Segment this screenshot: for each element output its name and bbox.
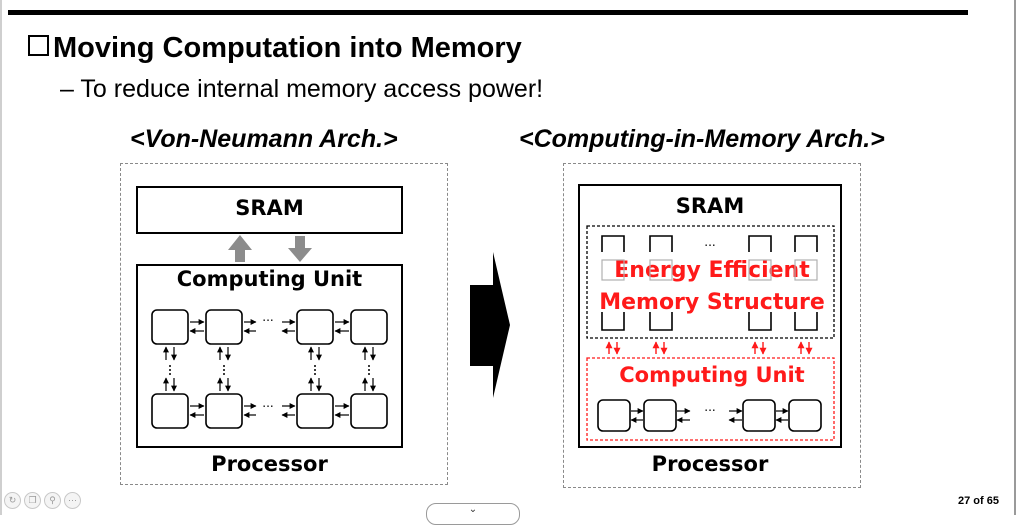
right-processor-label: Processor	[651, 452, 769, 476]
left-pe-row1-ellipsis: ...	[262, 310, 274, 324]
expand-panel-button[interactable]: ⌄	[426, 503, 520, 525]
slide-title: Moving Computation into Memory	[28, 32, 522, 65]
copy-icon[interactable]: ❐	[24, 492, 41, 509]
right-pe-row	[597, 399, 822, 432]
title-rule	[8, 10, 968, 15]
memory-structure-line2: Memory Structure	[599, 290, 825, 315]
left-vertical-dots	[169, 365, 370, 375]
transition-arrow-icon	[470, 252, 510, 398]
left-sram-block	[136, 186, 403, 234]
left-sram-label: SRAM	[235, 196, 304, 220]
left-processor-boundary	[120, 163, 448, 485]
page-indicator: 27 of 65	[958, 495, 999, 507]
rotate-icon[interactable]: ↻	[4, 492, 21, 509]
checkbox-bullet-icon	[28, 35, 49, 56]
gray-up-arrow	[228, 235, 252, 262]
zoom-icon[interactable]: ⚲	[44, 492, 61, 509]
memory-structure-region	[586, 225, 835, 339]
left-diagram-heading: <Von-Neumann Arch.>	[130, 125, 398, 153]
more-icon[interactable]: ⋯	[64, 492, 81, 509]
right-cell-ellipsis: ...	[704, 235, 716, 249]
left-horizontal-arrows	[189, 319, 350, 418]
left-processor-label: Processor	[211, 452, 328, 476]
chevron-down-icon: ⌄	[468, 504, 478, 515]
left-computing-unit-label: Computing Unit	[176, 267, 363, 291]
right-pe-arrows	[630, 408, 789, 423]
memory-structure-line1: Energy Efficient	[614, 258, 810, 283]
right-pe-ellipsis: ...	[704, 400, 716, 414]
right-sram-label: SRAM	[675, 194, 745, 218]
left-pe-row2	[151, 393, 388, 429]
gray-down-arrow	[288, 236, 312, 262]
right-computing-unit-label: Computing Unit	[619, 363, 805, 387]
viewer-left-edge	[0, 0, 2, 515]
left-vertical-arrows	[163, 346, 376, 392]
red-bidirectional-arrows	[605, 341, 813, 355]
right-diagram-heading: <Computing-in-Memory Arch.>	[519, 125, 885, 153]
memory-cells-bottom	[601, 312, 818, 331]
viewer-toolbar: ↻ ❐ ⚲ ⋯	[4, 492, 81, 510]
left-pe-row2-ellipsis: ...	[262, 396, 274, 410]
left-pe-row1	[151, 309, 388, 345]
right-computing-unit-region	[586, 357, 835, 441]
memory-cells-faint	[601, 259, 818, 281]
memory-cells-top	[601, 235, 818, 252]
right-processor-boundary	[563, 163, 861, 488]
slide-subtitle: – To reduce internal memory access power…	[60, 75, 544, 103]
slide-title-text: Moving Computation into Memory	[53, 32, 522, 64]
viewer-right-edge	[1014, 0, 1016, 515]
